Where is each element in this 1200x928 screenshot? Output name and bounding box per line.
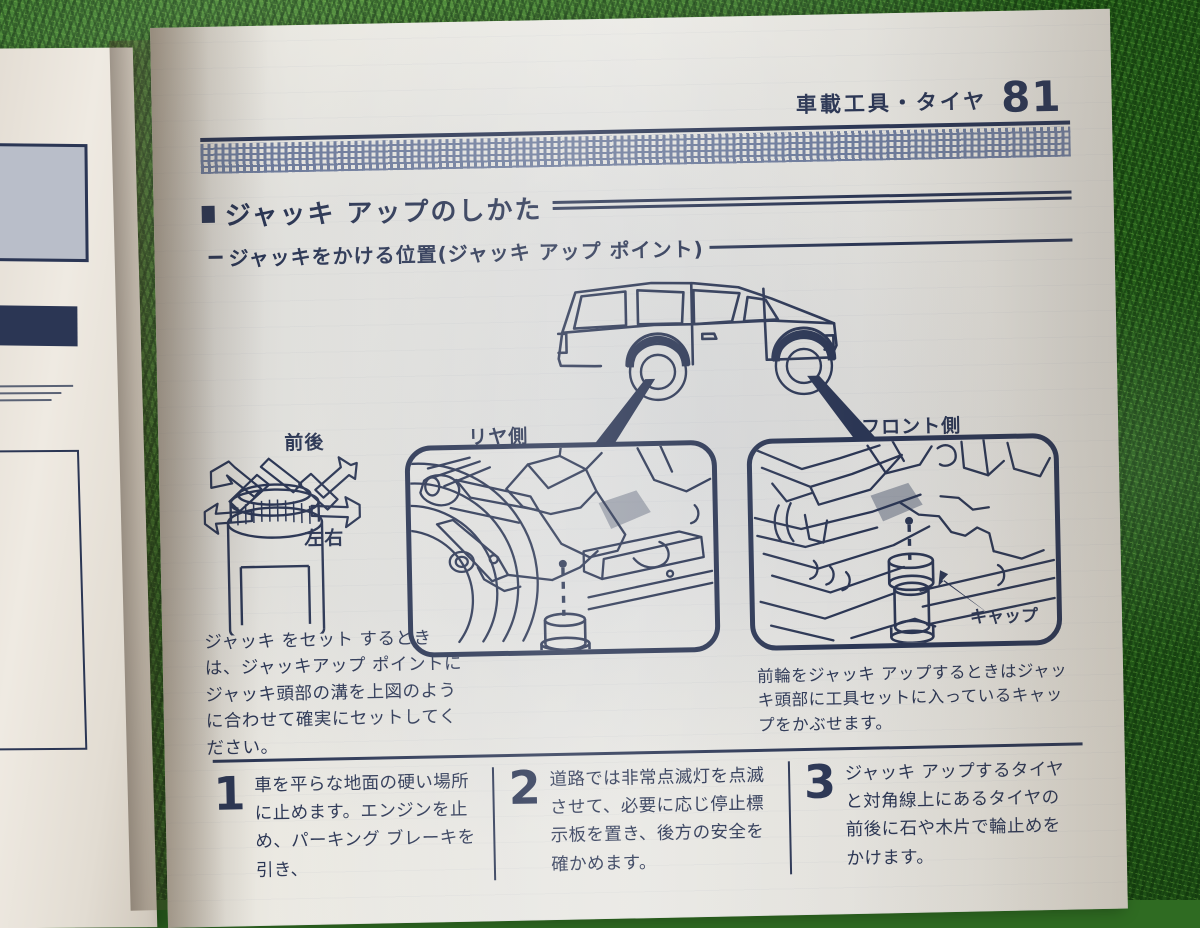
dash-lead-icon	[208, 255, 223, 259]
left-page-tall-box	[0, 449, 88, 751]
inset-front-jack-point	[746, 432, 1063, 651]
step-number: 1	[212, 765, 246, 821]
manual-page: 車載工具・タイヤ 81 ジャッキ アップのしかた ジャッキをかける位置(ジャッキ…	[150, 8, 1128, 928]
jack-head-illustration	[203, 455, 361, 636]
step-text: 車を平らな地面の硬い場所に止めます。エンジンを止め、パーキング ブレーキを引き、	[254, 771, 476, 881]
section-title: ジャッキ アップのしかた	[224, 194, 543, 232]
vehicle-illustration	[556, 281, 838, 401]
jack-point-figure: 前後 左右 リヤ側 フロント側	[203, 260, 1082, 759]
left-page-black-bar	[0, 304, 78, 347]
left-page-rules	[0, 384, 129, 402]
label-cap: キャップ	[969, 605, 1039, 628]
page-number: 81	[1000, 71, 1063, 122]
step-item: 3 ジャッキ アップするタイヤと対角線上にあるタイヤの前後に石や木片で輪止めをか…	[787, 753, 1086, 875]
left-page-text-fragment: す。	[0, 418, 130, 440]
subsection-title: ジャッキをかける位置(ジャッキ アップ ポイント)	[228, 236, 704, 271]
section-heading: ジャッキ アップのしかた	[201, 178, 1072, 232]
subsection-rule	[709, 238, 1073, 249]
step-item: 2 道路では非常点滅灯を点滅させて、必要に応じ停止標示板を置き、後方の安全を確か…	[492, 759, 790, 881]
left-page: す。	[0, 47, 158, 928]
running-title: 車載工具・タイヤ	[795, 88, 988, 117]
square-bullet-icon	[201, 205, 215, 223]
step-number: 2	[508, 759, 542, 815]
step-number: 3	[803, 753, 837, 809]
note-jack-setting: ジャッキ をセット するときは、ジャッキアップ ポイントにジャッキ頭部の溝を上図…	[204, 628, 463, 759]
leader-lines	[594, 375, 877, 444]
section-double-rule	[552, 190, 1072, 210]
step-text: 道路では非常点滅灯を点滅させて、必要に応じ停止標示板を置き、後方の安全を確かめま…	[549, 765, 765, 875]
left-page-image-box	[0, 142, 89, 263]
note-front-cap: 前輪をジャッキ アップするときはジャッキ頭部に工具セットに入っているキャップをか…	[756, 660, 1068, 736]
step-text: ジャッキ アップするタイヤと対角線上にあるタイヤの前後に石や木片で輪止めをかけま…	[844, 759, 1065, 869]
header-decorative-band	[200, 126, 1071, 174]
inset-rear-jack-point	[404, 439, 721, 658]
step-item: 1 車を平らな地面の硬い場所に止めます。エンジンを止め、パーキング ブレーキを引…	[212, 765, 495, 886]
steps-list: 1 車を平らな地面の硬い場所に止めます。エンジンを止め、パーキング ブレーキを引…	[212, 742, 1086, 886]
